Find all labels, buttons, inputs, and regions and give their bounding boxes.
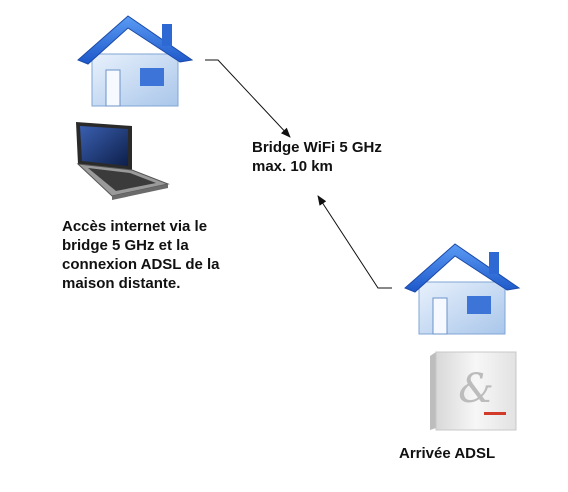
caption-line: bridge 5 GHz et la (62, 237, 189, 254)
adsl-label: Arrivée ADSL (399, 445, 496, 462)
caption-line: Accès internet via le (62, 218, 208, 235)
adsl-router-icon: & (430, 351, 517, 431)
svg-text:&: & (458, 366, 494, 412)
house-icon (77, 15, 194, 107)
caption-line: maison distante. (62, 275, 181, 292)
arrow-top-to-bridge (205, 59, 291, 138)
laptop-caption: Accès internet via le bridge 5 GHz et la… (62, 217, 220, 293)
arrow-bottom-to-bridge (317, 195, 392, 289)
house-icon (404, 243, 521, 335)
adsl-caption: Arrivée ADSL (399, 444, 495, 463)
bridge-range: max. 10 km (252, 158, 333, 175)
laptop-icon (76, 122, 170, 200)
bridge-title: Bridge WiFi 5 GHz (252, 139, 382, 156)
caption-line: connexion ADSL de la (62, 256, 220, 273)
bridge-label: Bridge WiFi 5 GHz max. 10 km (252, 138, 382, 176)
